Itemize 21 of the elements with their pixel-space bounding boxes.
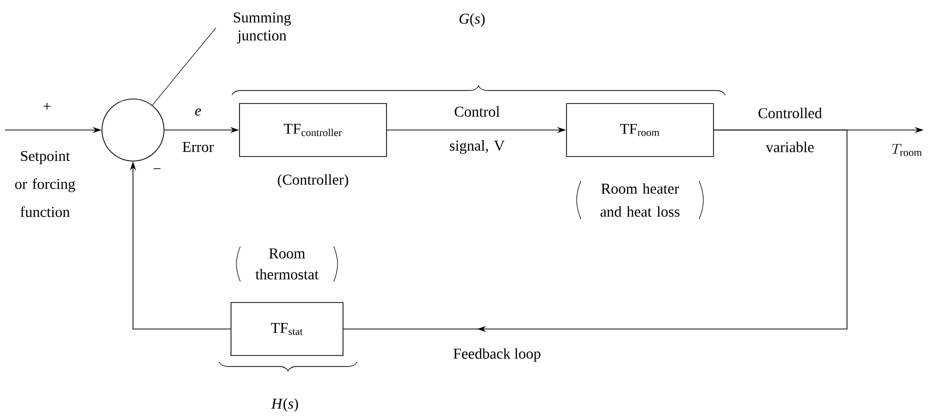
block-box: $\mathrm{TF}_{\mathrm{room}}$ — [566, 103, 714, 157]
label: Error — [182, 142, 214, 152]
block-box: $\mathrm{TF}_{\mathrm{stat}}$ — [230, 302, 344, 356]
block-caption: Room thermostat — [256, 248, 319, 280]
edge-label: + — [44, 102, 50, 110]
edge-label: Feedback loop — [454, 348, 540, 362]
output-symbol: $T_{\mathrm{room}}$ — [892, 144, 922, 156]
label: Control signal, V — [450, 106, 505, 154]
block-caption: Room heater and heat loss — [600, 183, 680, 217]
summing-circle — [102, 98, 164, 162]
block-box: $\mathrm{TF}_{\mathrm{controller}}$ — [239, 103, 387, 157]
callout-text: Summing junction — [234, 12, 291, 44]
feedback-line — [343, 130, 848, 332]
label: G(s) — [460, 13, 485, 27]
label: Controlled variable — [758, 108, 822, 152]
label: H(s) — [271, 398, 298, 412]
block-caption: (Controller) — [278, 174, 348, 188]
leader-line — [152, 28, 216, 106]
label: Setpoint or forcing function — [15, 150, 76, 218]
edge-label: e — [195, 108, 201, 116]
block-caption: − — [154, 168, 160, 170]
